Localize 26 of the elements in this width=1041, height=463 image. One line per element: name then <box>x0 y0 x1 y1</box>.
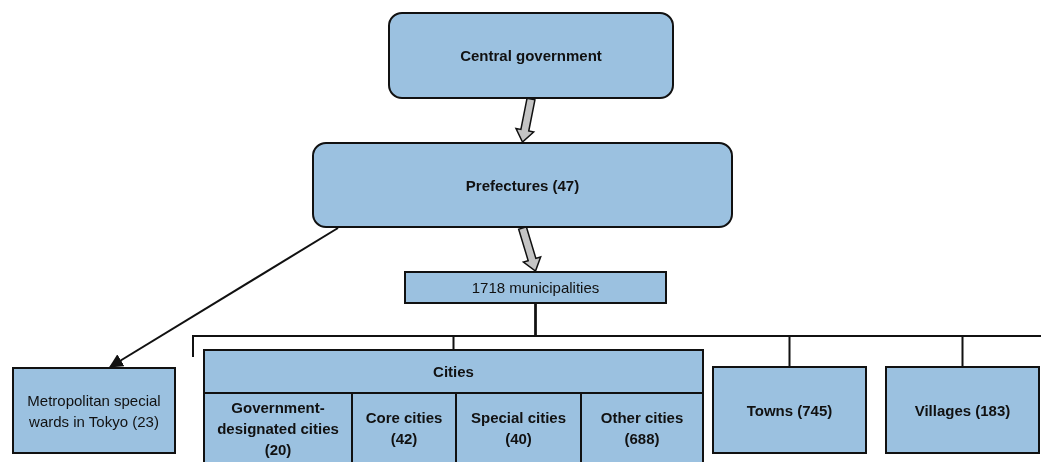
table-cell <box>455 392 580 462</box>
group-box <box>203 349 704 462</box>
box-label: Central government <box>459 46 603 66</box>
process-box <box>404 271 667 304</box>
box-label: Prefectures (47) <box>464 175 581 196</box>
box-label: Cities <box>432 362 475 382</box>
arrow <box>109 227 339 368</box>
box-label: Special cities (40) <box>469 408 568 449</box>
block-arrow <box>514 97 536 144</box>
box-label: Villages (183) <box>913 400 1012 421</box>
table-cell <box>205 392 351 462</box>
process-box <box>388 12 674 99</box>
block-arrow <box>517 225 542 273</box>
process-box <box>885 366 1040 454</box>
process-box <box>312 142 733 228</box>
box-label: Core cities (42) <box>364 408 444 449</box>
box-label: 1718 municipalities <box>470 278 601 298</box>
box-label: Towns (745) <box>745 400 834 421</box>
process-box <box>12 367 176 454</box>
box-label: Metropolitan special wards in Tokyo (23) <box>26 390 162 432</box>
table-cell <box>580 392 702 462</box>
process-box <box>712 366 867 454</box>
box-label: Government-designated cities (20) <box>216 397 340 460</box>
table-cell <box>351 392 455 462</box>
connector-line <box>534 303 964 367</box>
box-label: Other cities (688) <box>599 408 685 449</box>
